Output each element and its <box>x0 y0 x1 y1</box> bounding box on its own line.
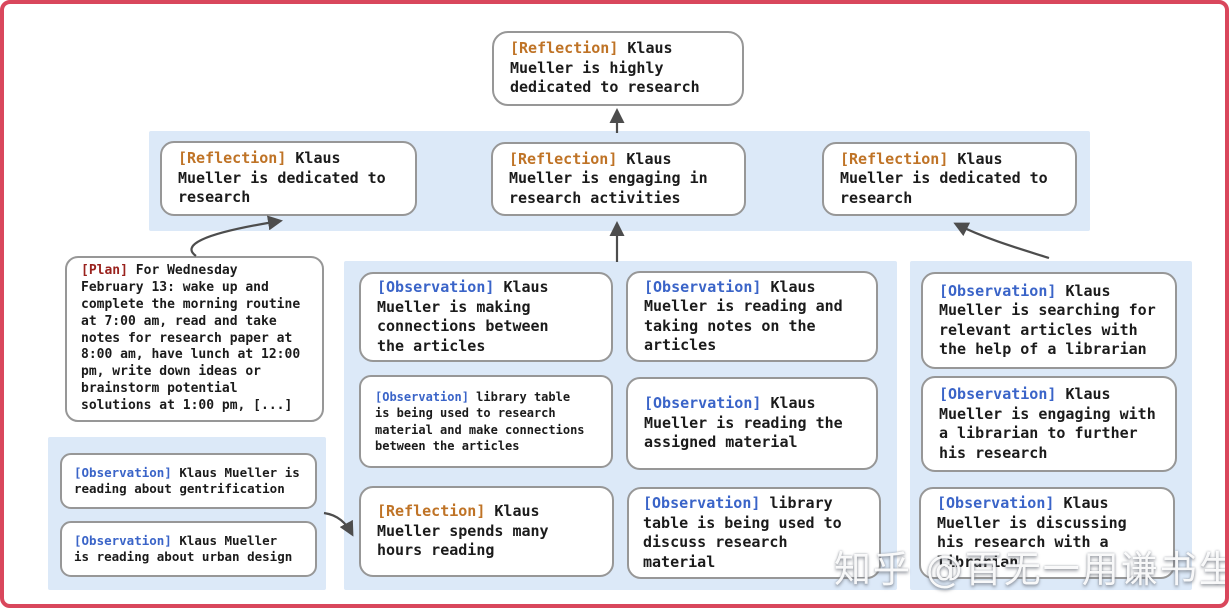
observation-tag: [Observation] <box>939 281 1057 300</box>
node-text: Klaus Mueller is dedicated to research <box>178 149 386 207</box>
observation-tag: [Observation] <box>74 532 172 548</box>
node-observation-library-table-research: [Observation] library table is being use… <box>359 375 613 468</box>
node-text: Klaus Mueller is reading about urban des… <box>74 532 293 565</box>
plan-tag: [Plan] <box>81 263 128 278</box>
reflection-tag: [Reflection] <box>178 149 287 168</box>
node-l2-reflection-middle: [Reflection] Klaus Mueller is engaging i… <box>491 142 746 216</box>
reflection-tag: [Reflection] <box>510 39 619 58</box>
node-text: Klaus Mueller is engaging in research ac… <box>509 149 708 207</box>
observation-tag: [Observation] <box>643 494 761 512</box>
node-text: Klaus Mueller is engaging with a librari… <box>939 385 1156 462</box>
observation-tag: [Observation] <box>644 394 762 413</box>
node-observation-library-table-discuss: [Observation] library table is being use… <box>627 487 881 579</box>
node-plan: [Plan] For Wednesday February 13: wake u… <box>65 256 324 422</box>
node-observation-discussing-research: [Observation] Klaus Mueller is discussin… <box>919 487 1175 579</box>
node-text: Klaus Mueller is dedicated to research <box>840 149 1048 207</box>
node-text: For Wednesday February 13: wake up and c… <box>81 263 301 414</box>
observation-tag: [Observation] <box>74 464 172 480</box>
observation-tag: [Observation] <box>377 278 495 296</box>
reflection-tag: [Reflection] <box>840 149 949 168</box>
node-observation-gentrification: [Observation] Klaus Mueller is reading a… <box>60 453 317 509</box>
observation-tag: [Observation] <box>937 494 1055 512</box>
node-observation-engaging-librarian: [Observation] Klaus Mueller is engaging … <box>921 376 1177 472</box>
node-observation-assigned-material: [Observation] Klaus Mueller is reading t… <box>626 377 878 470</box>
reflection-tag: [Reflection] <box>377 502 486 521</box>
node-text: Klaus Mueller is reading the assigned ma… <box>644 394 843 452</box>
node-l2-reflection-left: [Reflection] Klaus Mueller is dedicated … <box>160 141 417 216</box>
reflection-tag: [Reflection] <box>509 149 618 168</box>
node-root-reflection: [Reflection] Klaus Mueller is highly ded… <box>492 31 744 106</box>
node-text: Klaus Mueller is making connections betw… <box>377 278 549 355</box>
node-text: Klaus Mueller is reading about gentrific… <box>74 464 300 497</box>
zhihu-watermark: 知乎 @百无一用谦书生 <box>834 548 1229 591</box>
node-text: Klaus Mueller is searching for relevant … <box>939 281 1156 359</box>
node-text: library table is being used to discuss r… <box>643 494 842 571</box>
node-l2-reflection-right: [Reflection] Klaus Mueller is dedicated … <box>822 142 1077 216</box>
observation-tag: [Observation] <box>375 390 469 405</box>
node-text: Klaus Mueller is reading and taking note… <box>644 277 843 355</box>
node-text: Klaus Mueller spends many hours reading <box>377 502 549 560</box>
node-text: library table is being used to research … <box>375 390 585 453</box>
node-observation-searching-articles: [Observation] Klaus Mueller is searching… <box>921 272 1177 369</box>
node-observation-making-connections: [Observation] Klaus Mueller is making co… <box>359 272 613 362</box>
node-observation-taking-notes: [Observation] Klaus Mueller is reading a… <box>626 271 878 362</box>
observation-tag: [Observation] <box>644 277 762 296</box>
observation-tag: [Observation] <box>939 385 1057 403</box>
node-reflection-spends-hours-reading: [Reflection] Klaus Mueller spends many h… <box>359 486 614 577</box>
node-text: Klaus Mueller is highly dedicated to res… <box>510 39 700 97</box>
node-observation-urban-design: [Observation] Klaus Mueller is reading a… <box>60 521 317 577</box>
node-text: Klaus Mueller is discussing his research… <box>937 494 1127 571</box>
